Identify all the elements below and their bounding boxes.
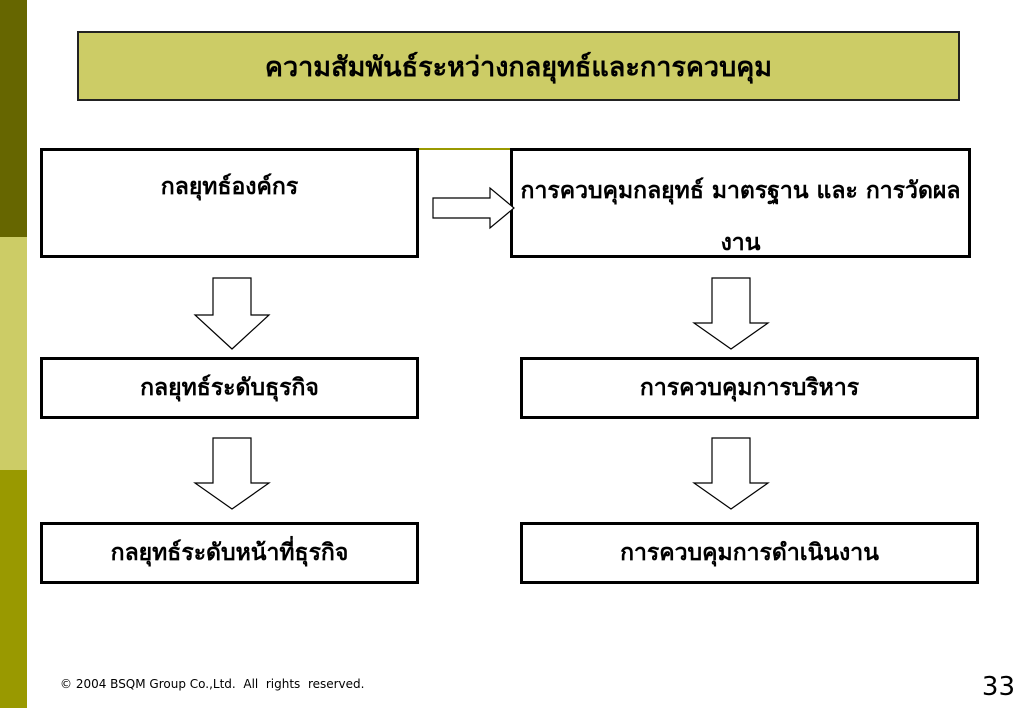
slide-title: ความสัมพันธ์ระหว่างกลยุทธ์และการควบคุม xyxy=(77,31,960,101)
sidebar-band-bottom xyxy=(0,470,27,708)
box-strategic-control: การควบคุมกลยุทธ์ มาตรฐาน และ การวัดผลงาน xyxy=(510,148,971,258)
down-arrow-icon-right-2 xyxy=(692,437,770,510)
down-arrow-icon-right-1 xyxy=(692,277,770,350)
right-arrow-icon xyxy=(432,186,515,230)
down-arrow-icon-left-1 xyxy=(193,277,271,350)
sidebar-band-top xyxy=(0,0,27,237)
page-number: 33 xyxy=(981,672,1015,702)
box-corporate-strategy: กลยุทธ์องค์กร xyxy=(40,148,419,258)
copyright-footer: © 2004 BSQM Group Co.,Ltd. All rights re… xyxy=(60,677,365,691)
box-management-control: การควบคุมการบริหาร xyxy=(520,357,979,419)
box-functional-strategy: กลยุทธ์ระดับหน้าที่ธุรกิจ xyxy=(40,522,419,584)
box-operational-control: การควบคุมการดำเนินงาน xyxy=(520,522,979,584)
sidebar-band-middle xyxy=(0,237,27,470)
box-business-strategy: กลยุทธ์ระดับธุรกิจ xyxy=(40,357,419,419)
down-arrow-icon-left-2 xyxy=(193,437,271,510)
accent-line xyxy=(418,148,511,150)
